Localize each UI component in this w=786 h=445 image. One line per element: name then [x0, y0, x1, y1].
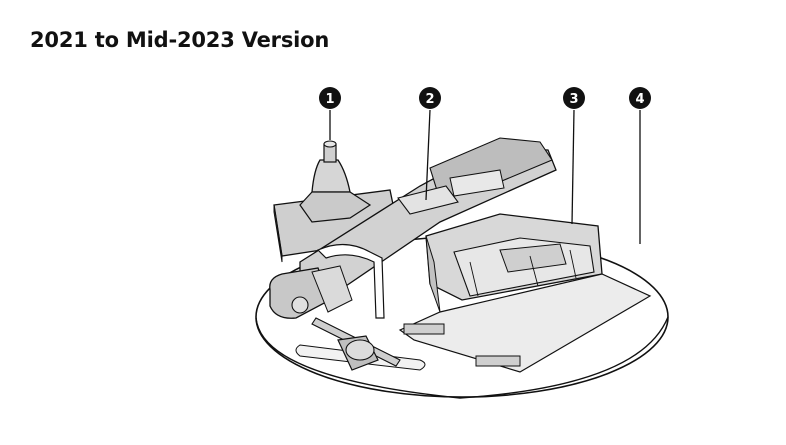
page-title: 2021 to Mid-2023 Version — [30, 28, 330, 52]
callout-1-number: 1 — [325, 92, 334, 107]
storage-box — [398, 213, 652, 373]
callout-2-number: 2 — [425, 92, 434, 107]
callout-4: 4 — [629, 87, 651, 109]
scissor-jack — [269, 137, 557, 319]
jack-handle — [311, 317, 401, 371]
callout-3: 3 — [563, 87, 585, 109]
callout-3-number: 3 — [569, 92, 578, 107]
callout-4-number: 4 — [635, 92, 644, 107]
leader-lines — [329, 109, 641, 244]
callout-1: 1 — [319, 87, 341, 109]
jack-lift-pad — [299, 140, 372, 223]
callout-2: 2 — [419, 87, 441, 109]
